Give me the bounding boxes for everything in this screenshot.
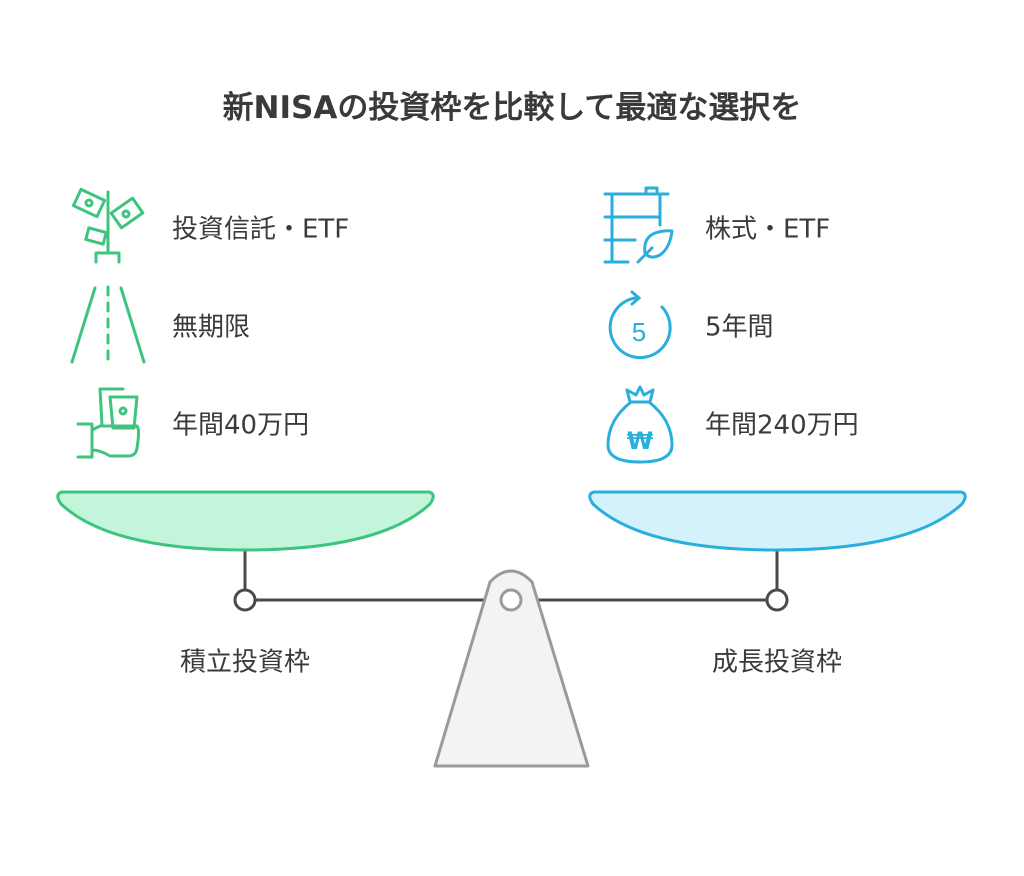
left-item-limit: 年間40万円 [172, 410, 310, 441]
hand-money-icon [76, 387, 140, 459]
right-item-products: 株式・ETF [705, 214, 831, 245]
page-title: 新NISAの投資枠を比較して最適な選択を [222, 90, 802, 126]
right-pan [588, 490, 967, 552]
left-pan [56, 490, 435, 552]
five-cycle-icon: 5 [608, 290, 672, 360]
svg-text:5: 5 [632, 317, 646, 347]
fulcrum [433, 569, 590, 768]
right-item-limit: 年間240万円 [705, 410, 859, 441]
svg-text:₩: ₩ [627, 427, 654, 455]
money-plant-icon [71, 187, 145, 264]
stock-leaf-icon [603, 186, 674, 264]
fulcrum-pivot [499, 588, 523, 612]
left-item-period: 無期限 [172, 312, 251, 343]
road-icon [70, 285, 146, 364]
right-item-period: 5年間 [705, 312, 774, 343]
left-pan-label: 積立投資枠 [179, 647, 310, 678]
money-bag-icon: ₩ [606, 385, 674, 464]
left-item-products: 投資信託・ETF [172, 214, 350, 245]
right-pan-label: 成長投資枠 [711, 647, 842, 678]
right-pivot [765, 588, 789, 612]
left-pivot [233, 588, 257, 612]
